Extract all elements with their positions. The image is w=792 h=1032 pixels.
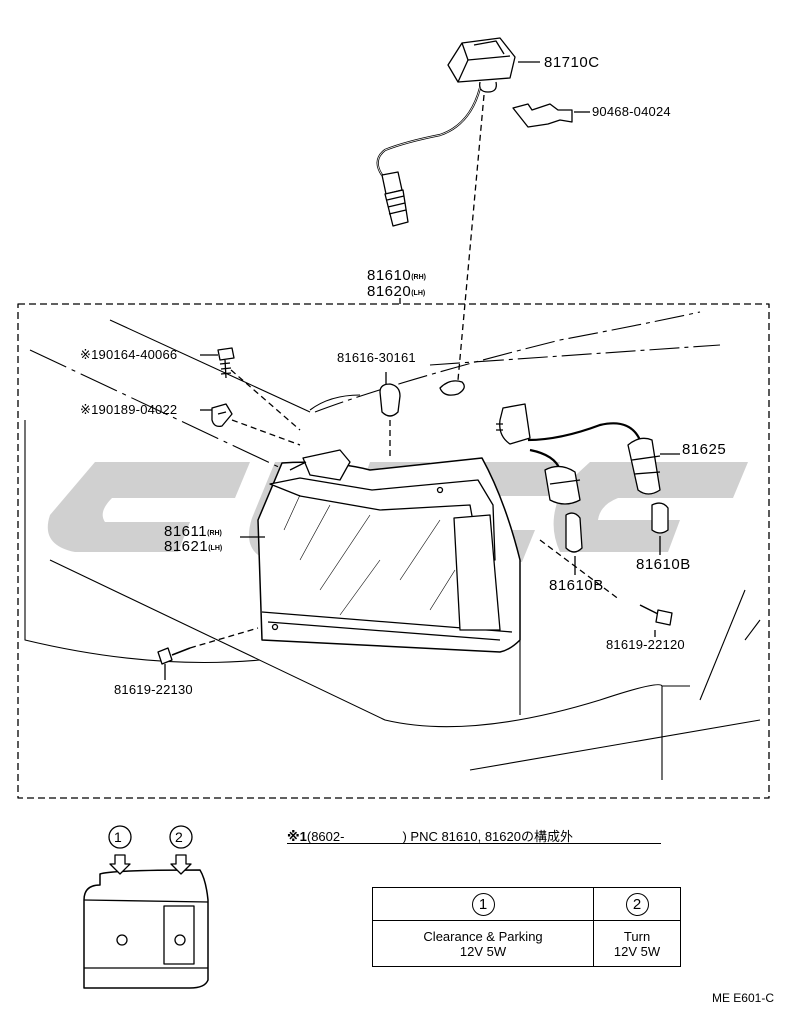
screw-190164 [217, 347, 235, 379]
label-81625: 81625 [682, 441, 727, 458]
label-81619-22120: 81619-22120 [606, 637, 685, 652]
label-81710c: 81710C [544, 54, 600, 71]
wiring-harness-81625 [496, 403, 669, 553]
label-81620: 81620(LH) [367, 283, 426, 300]
assembly-boundary [17, 303, 770, 799]
note-range: (8602- [306, 829, 345, 844]
clip-190189 [211, 403, 233, 428]
bulb-spec-table: 1 2 Clearance & Parking 12V 5W Turn 12V … [371, 887, 681, 967]
inset-arrows [109, 854, 192, 875]
lamp-socket-connector [381, 171, 409, 227]
lamp-position-inset [83, 869, 209, 989]
label-190189-04022: ※190189-04022 [80, 402, 178, 417]
table-header-2: 2 [593, 887, 681, 921]
label-81619-22130: 81619-22130 [114, 682, 193, 697]
socket-81616-30161 [379, 372, 401, 417]
label-90468-04024: 90468-04024 [592, 104, 671, 119]
inset-number-1: 1 [114, 829, 122, 845]
table-header-1: 1 [371, 887, 595, 921]
lamp-wire [376, 87, 482, 176]
label-81610b-center: 81610B [549, 577, 604, 594]
table-cell-clearance: Clearance & Parking 12V 5W [371, 920, 595, 967]
label-190164-40066: ※190164-40066 [80, 347, 178, 362]
label-81611: 81611(RH) [164, 523, 222, 540]
page-code: ME E601-C [711, 991, 774, 1005]
label-81616-30161: 81616-30161 [337, 350, 416, 365]
license-lamp-81710c [447, 37, 516, 93]
applicability-note: ※1(8602- ) PNC 81610, 81620の構成外 [287, 826, 573, 845]
note-marker: ※1 [287, 829, 307, 844]
label-81621: 81621(LH) [164, 538, 223, 555]
screw-81619-22130 [157, 647, 191, 665]
note-underline [287, 843, 661, 844]
front-combination-lamp [257, 449, 521, 653]
screw-81619-22120 [639, 604, 673, 626]
bracket-90468 [512, 103, 573, 128]
inset-number-2: 2 [175, 829, 183, 845]
label-81610: 81610(RH) [367, 267, 426, 284]
table-cell-turn: Turn 12V 5W [593, 920, 681, 967]
label-81610b-right: 81610B [636, 556, 691, 573]
note-text: ) PNC 81610, 81620の構成外 [402, 829, 573, 844]
